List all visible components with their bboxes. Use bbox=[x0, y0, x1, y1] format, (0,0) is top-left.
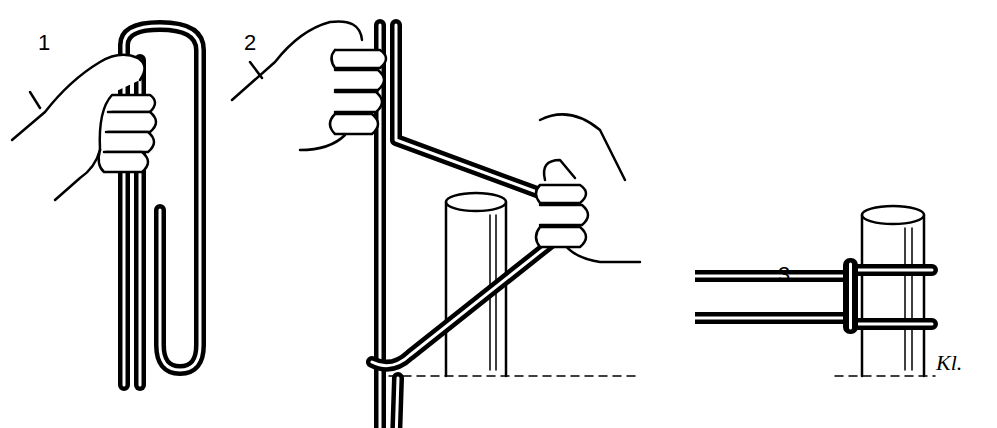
post bbox=[862, 206, 924, 376]
panel-number: 3 bbox=[778, 262, 790, 288]
rope-hitch bbox=[372, 25, 555, 428]
panel-number: 1 bbox=[38, 30, 50, 56]
hand bbox=[232, 21, 386, 150]
signature: Kl. bbox=[936, 350, 962, 376]
ground-line bbox=[375, 375, 640, 377]
clove-hitch bbox=[695, 258, 932, 334]
ground-line bbox=[835, 375, 935, 377]
hand bbox=[536, 114, 640, 262]
hand bbox=[12, 55, 156, 200]
panel-number: 2 bbox=[244, 30, 256, 56]
